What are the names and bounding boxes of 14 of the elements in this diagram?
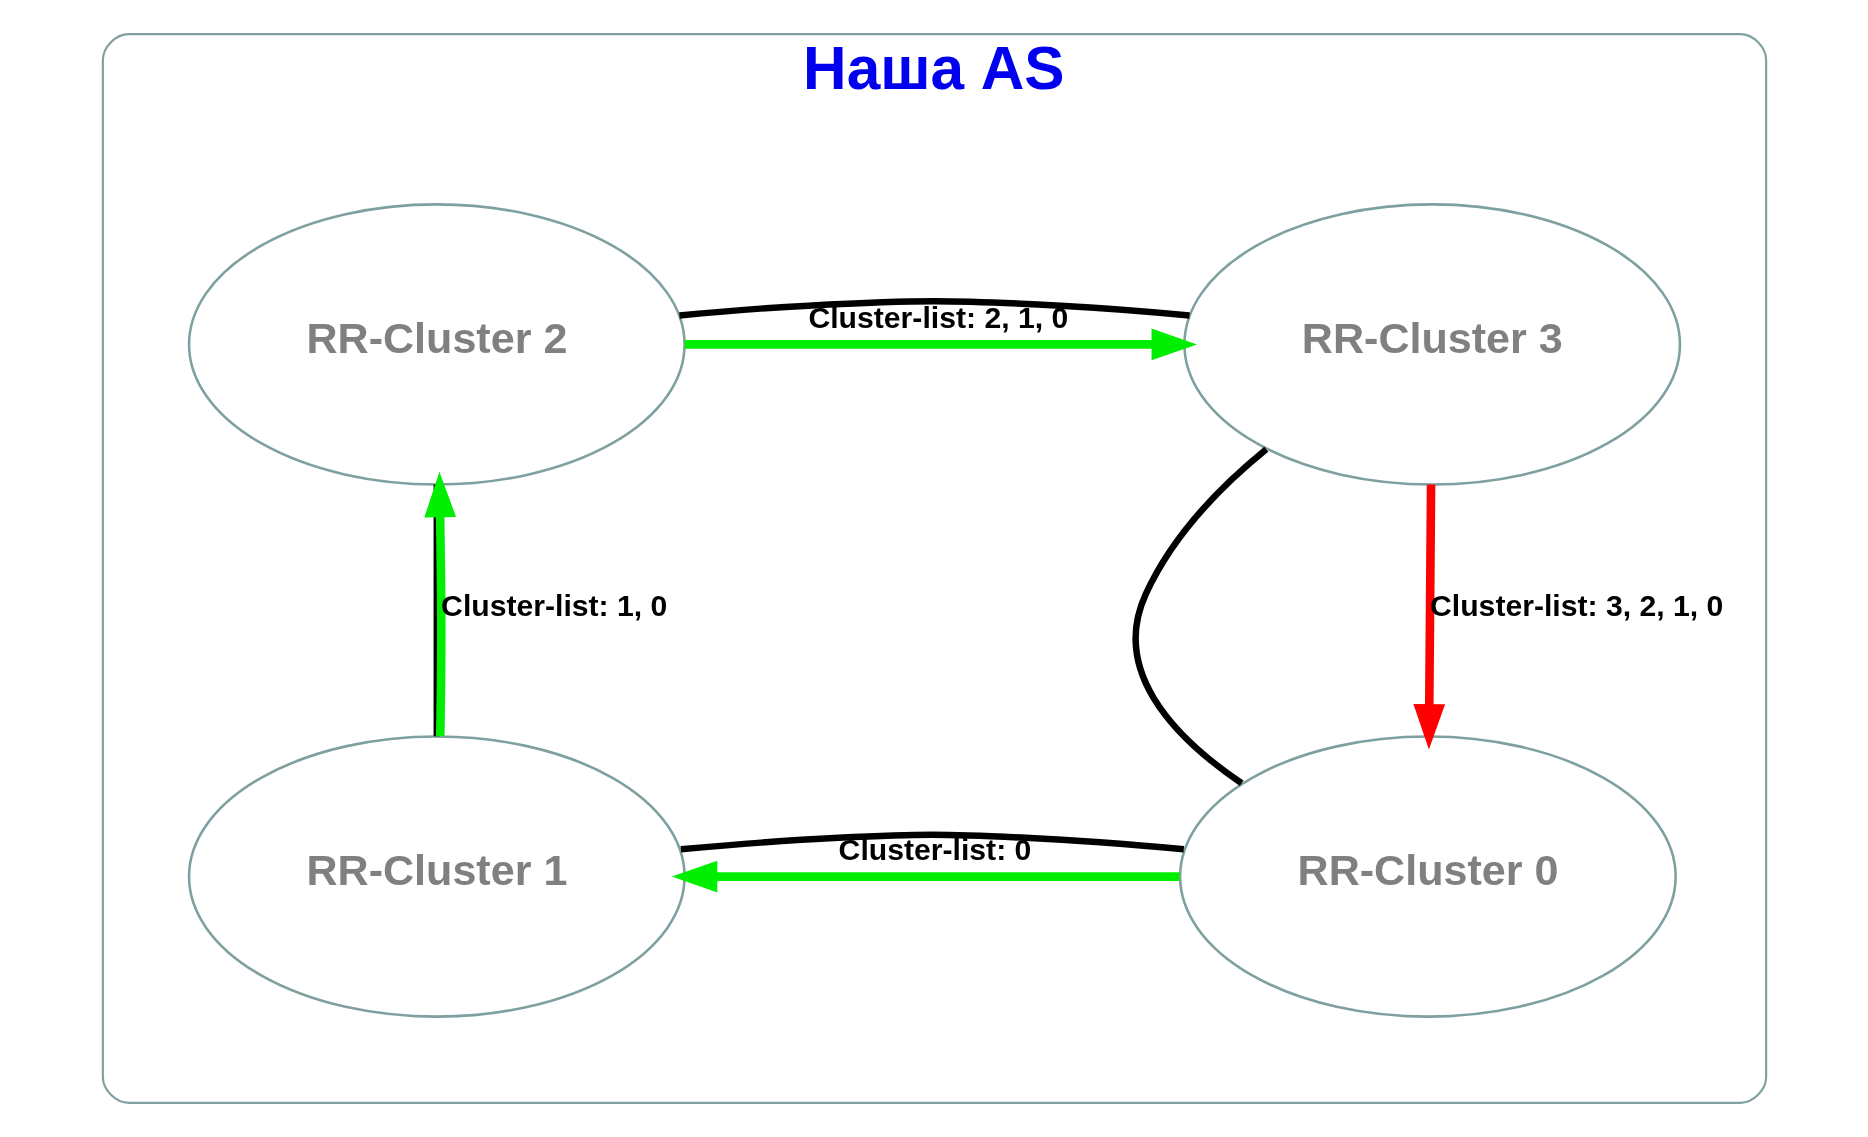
connector	[680, 831, 1184, 853]
node-ellipse: RR-Cluster 2	[187, 203, 686, 486]
edge-label: Cluster-list: 0	[838, 832, 1031, 866]
arrow	[1412, 484, 1445, 750]
connector	[433, 484, 440, 737]
connector	[1132, 446, 1268, 786]
edge-label: Cluster-list: 2, 1, 0	[807, 300, 1068, 334]
connector	[678, 298, 1190, 319]
node-ellipse: RR-Cluster 0	[1178, 735, 1677, 1018]
arrow	[671, 860, 1179, 893]
node-ellipse: RR-Cluster 1	[187, 735, 686, 1018]
arrow	[684, 328, 1197, 361]
arrow	[423, 471, 456, 737]
node-ellipse: RR-Cluster 3	[1182, 203, 1681, 486]
